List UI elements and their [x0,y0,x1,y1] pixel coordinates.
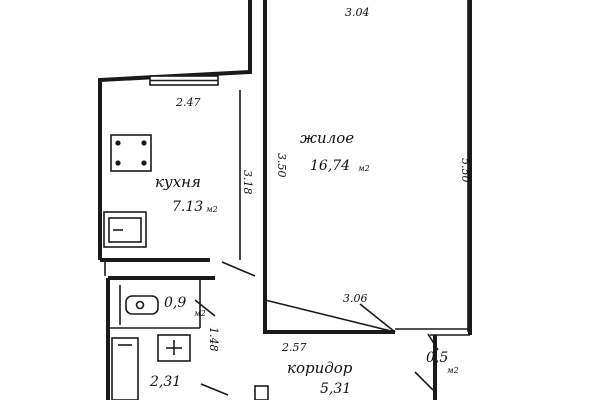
kitchen-side-dimension: 3.18 [241,170,254,195]
living-top-dimension: 3.04 [345,6,370,19]
wc-area: 0,9 [164,295,186,311]
wc-area-unit: м2 [194,309,206,318]
column-mark [254,385,269,400]
closet-walls [430,334,470,400]
toilet-icon [125,295,159,315]
kitchen-top-dimension: 2.47 [175,96,201,109]
corridor-width-dimension: 2.57 [281,341,307,354]
closet-area: 0,5 [426,350,448,366]
bath-area: 2,31 [149,374,181,390]
corridor-area: 5,31 [320,381,351,397]
living-room-walls [263,0,472,335]
bath-sink-icon [157,334,191,362]
bathroom-walls [106,276,215,400]
kitchen-area: 7.13 [172,199,203,215]
kitchen-area-unit: м2 [206,205,218,214]
kitchen-window [149,75,219,86]
living-room-area: 16,74 [310,158,350,174]
kitchen-name: кухня [155,173,201,191]
living-room-area-unit: м2 [358,164,370,173]
bathtub-icon [111,337,139,400]
living-side-dimension: 5.50 [459,158,472,183]
corridor-name: коридор [287,359,353,377]
living-room-name: жилое [300,129,354,147]
closet-area-unit: м2 [447,366,459,375]
stove-icon [110,134,152,172]
kitchen-sink-icon [103,211,147,248]
living-bottom-dimension: 3.06 [343,292,368,305]
wc-side-dimension: 1.48 [207,327,220,352]
living-inner-dimension: 3.50 [275,153,288,178]
